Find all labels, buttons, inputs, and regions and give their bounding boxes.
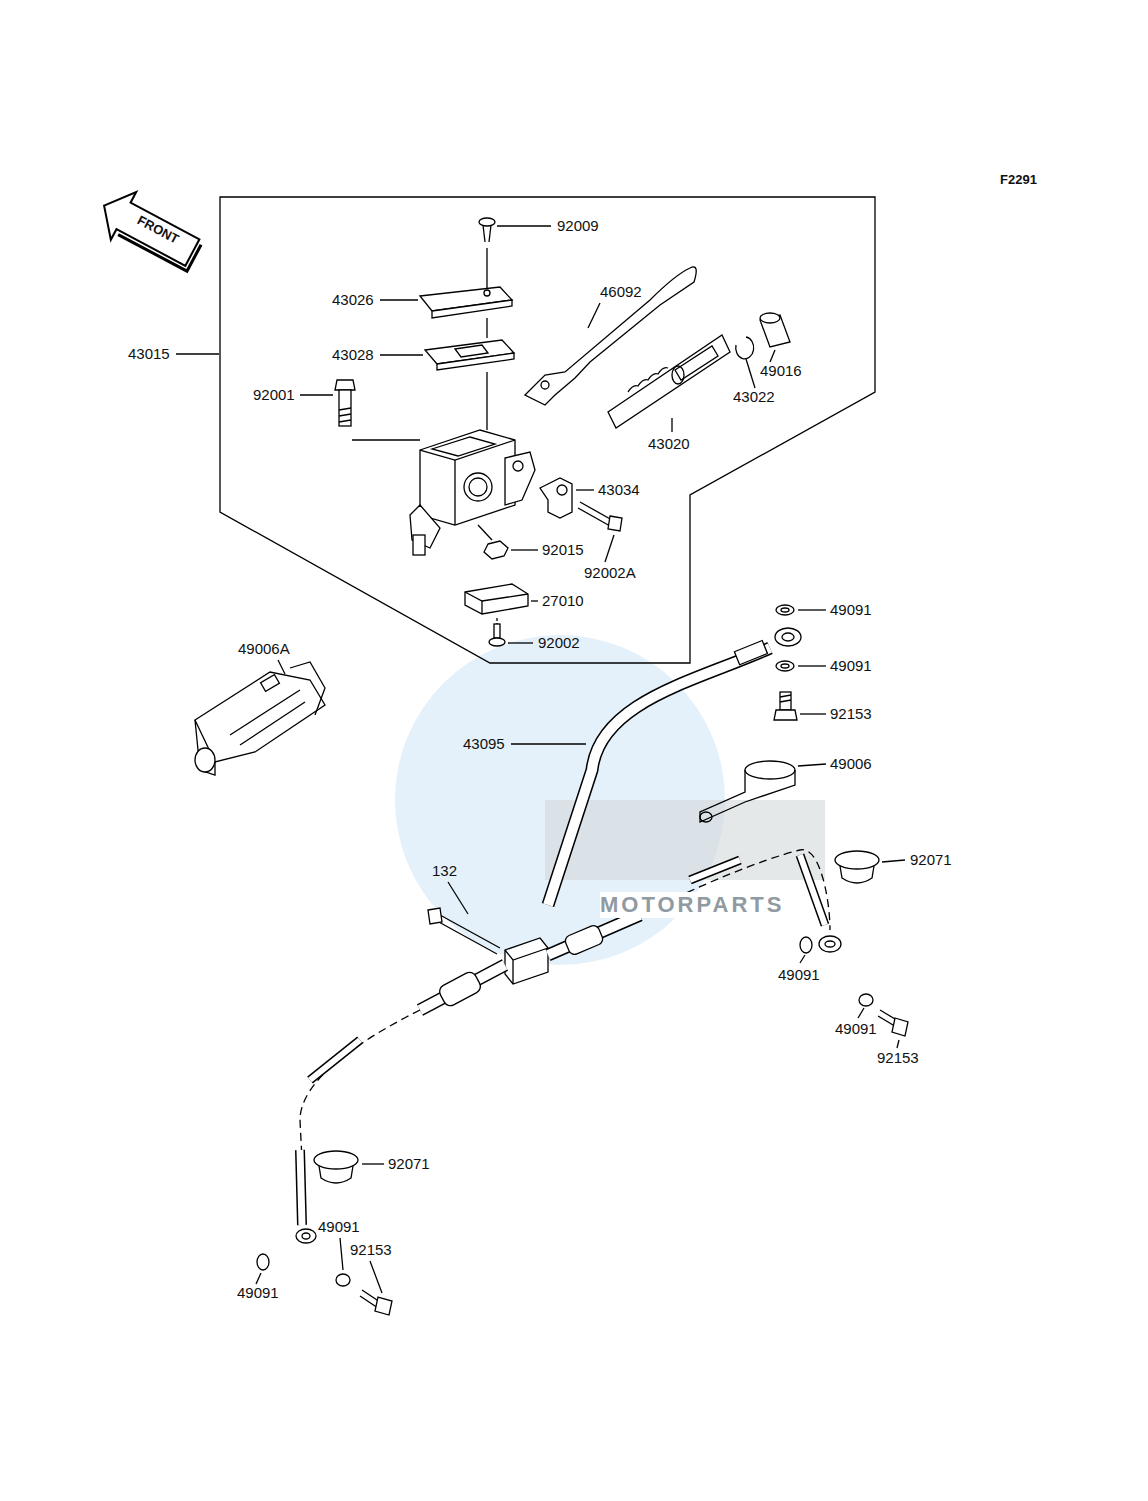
callout-number: 92009	[557, 217, 599, 235]
callout-number: 49091	[237, 1284, 279, 1302]
callout-number: 49091	[830, 657, 872, 675]
callout-number: 43026	[332, 291, 374, 309]
callout-number: 92153	[830, 705, 872, 723]
callout-number: 92001	[253, 386, 295, 404]
callout-number: 43020	[648, 435, 690, 453]
callout-number: 49016	[760, 362, 802, 380]
assembly-bracket	[220, 197, 875, 663]
callout-number: 92002	[538, 634, 580, 652]
watermark-logo	[545, 800, 825, 880]
drawing	[91, 182, 908, 1315]
callout-number: 49091	[778, 966, 820, 984]
callout-number: 46092	[600, 283, 642, 301]
callout-number: 43028	[332, 346, 374, 364]
figure-code: F2291	[1000, 172, 1037, 188]
callout-number: 92153	[877, 1049, 919, 1067]
callout-number: 49006A	[238, 640, 290, 658]
callout-number: 49091	[835, 1020, 877, 1038]
callout-number: 92002A	[584, 564, 636, 582]
callout-number: 43015	[128, 345, 170, 363]
callout-number: 43022	[733, 388, 775, 406]
callout-number: 43095	[463, 735, 505, 753]
callout-number: 92071	[910, 851, 952, 869]
callout-number: 92153	[350, 1241, 392, 1259]
callout-number: 27010	[542, 592, 584, 610]
callout-number: 92015	[542, 541, 584, 559]
callout-number: 92071	[388, 1155, 430, 1173]
callout-number: 43034	[598, 481, 640, 499]
callout-number: 49006	[830, 755, 872, 773]
callout-number: 132	[432, 862, 457, 880]
callout-number: 49091	[318, 1218, 360, 1236]
front-arrow	[91, 182, 208, 279]
watermark: MOTORPARTS	[600, 892, 784, 918]
callout-number: 49091	[830, 601, 872, 619]
